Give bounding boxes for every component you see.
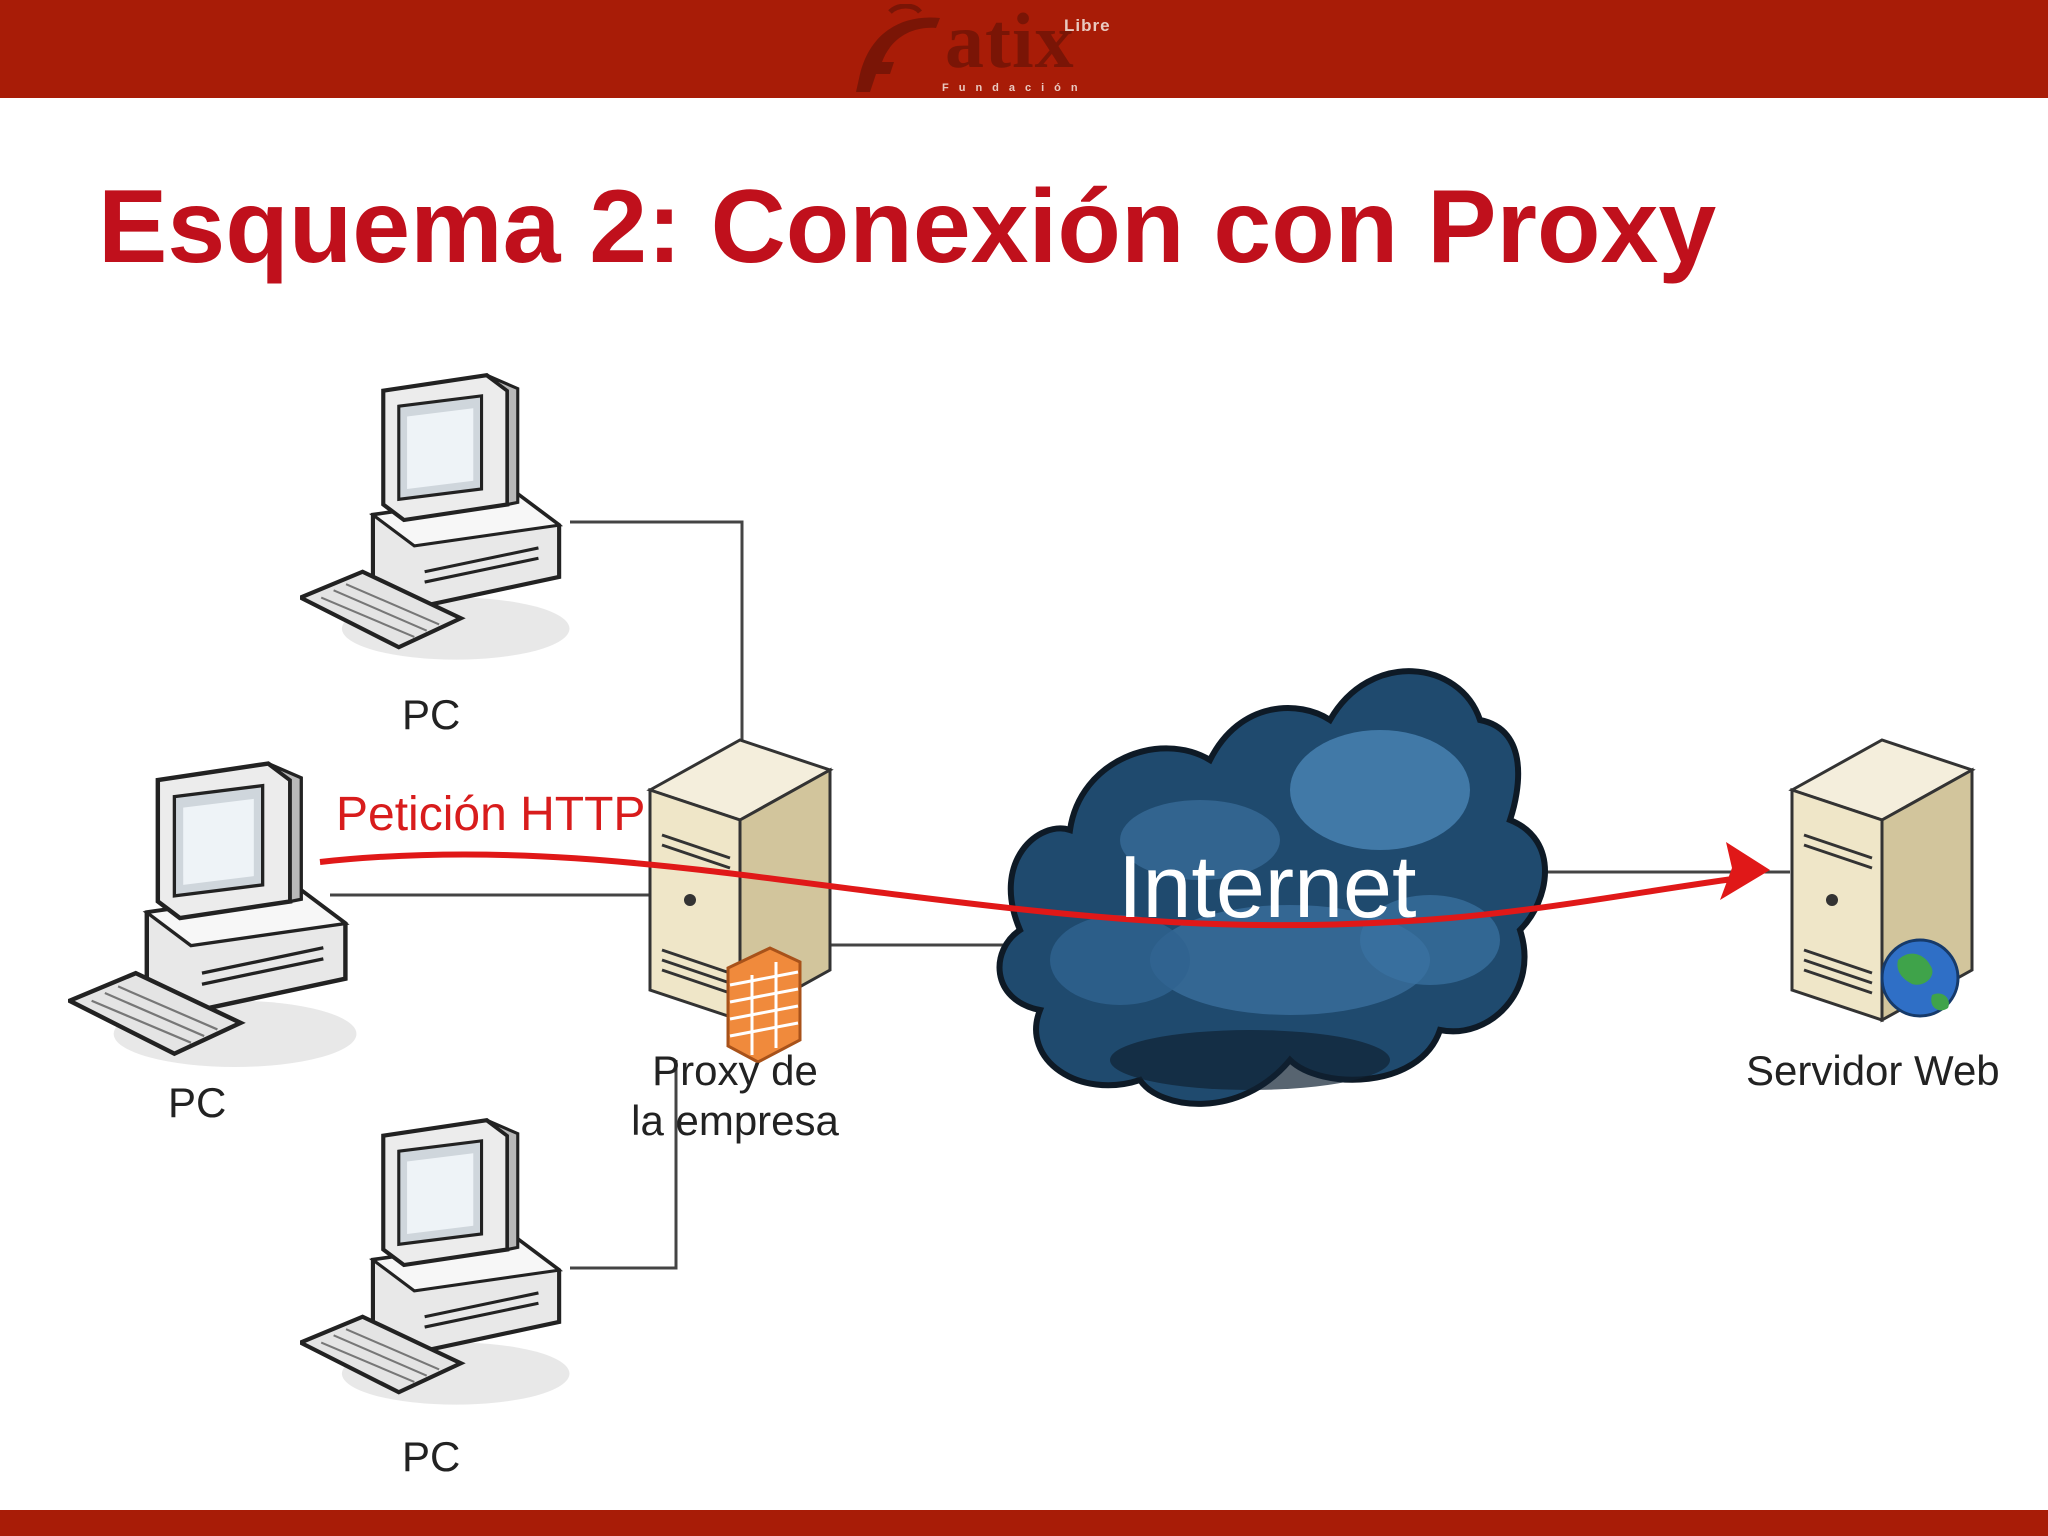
fundacion-atix-logo: atix Libre Fundación <box>850 0 1130 98</box>
pc-icon <box>70 764 357 1067</box>
logo-libre: Libre <box>1064 16 1111 35</box>
network-links <box>330 520 1790 1270</box>
pc-label: PC <box>168 1079 227 1126</box>
proxy-label-line1: Proxy de <box>652 1047 818 1094</box>
header-bar: atix Libre Fundación <box>0 0 2048 98</box>
slide-title: Esquema 2: Conexión con Proxy <box>98 169 1717 285</box>
server-label: Servidor Web <box>1746 1047 2000 1094</box>
pc-icon <box>301 375 570 659</box>
pc-label: PC <box>402 1433 461 1480</box>
internet-label: Internet <box>1118 837 1417 936</box>
link-pc-bottom <box>570 1060 678 1270</box>
arrow-icon <box>319 851 1741 929</box>
logo-word: atix <box>945 0 1075 84</box>
cloud-icon <box>996 668 1548 1107</box>
logo-fundacion: Fundación <box>942 82 1088 94</box>
pc-label: PC <box>402 691 461 738</box>
request-arrow <box>319 842 1770 929</box>
footer-bar <box>0 1510 2048 1536</box>
proxy-label-line2: la empresa <box>631 1097 839 1145</box>
globe-icon <box>1880 938 1960 1018</box>
firewall-icon <box>726 946 802 1064</box>
request-label: Petición HTTP <box>336 788 646 841</box>
pc-icon <box>301 1120 570 1404</box>
bull-logo-icon <box>856 4 940 92</box>
proxy-label: Proxy de la empresa <box>610 1046 860 1147</box>
link-pc-top <box>570 520 744 760</box>
